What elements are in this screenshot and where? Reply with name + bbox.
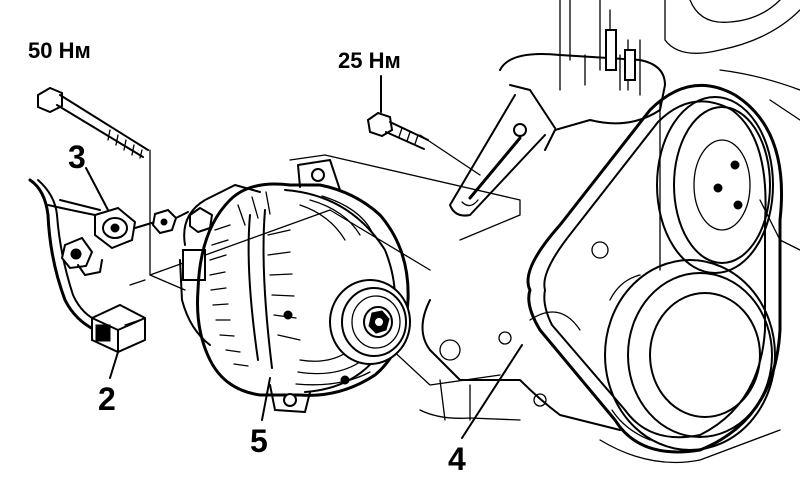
drive-belt bbox=[526, 83, 784, 454]
crankshaft-pulley-lower bbox=[604, 259, 776, 451]
callout-3: 3 bbox=[68, 139, 86, 175]
callout-4: 4 bbox=[448, 441, 466, 477]
leader-part-4 bbox=[461, 344, 523, 439]
alternator-pulley bbox=[329, 279, 411, 365]
callout-5: 5 bbox=[250, 423, 268, 459]
leader-part-2 bbox=[109, 351, 119, 379]
adjusting-bolt bbox=[366, 111, 429, 150]
adjusting-bracket bbox=[449, 29, 666, 217]
alternator bbox=[179, 159, 410, 413]
engine-block bbox=[419, 0, 800, 464]
torque-label-long-bolt: 50 Нм bbox=[28, 38, 91, 63]
callout-2: 2 bbox=[98, 381, 116, 417]
terminal-connector bbox=[60, 206, 189, 276]
pump-pulley-upper bbox=[656, 96, 774, 274]
leader-lines bbox=[85, 75, 523, 439]
torque-label-adjust-bolt: 25 Нм bbox=[338, 48, 401, 73]
leader-part-5 bbox=[261, 377, 271, 421]
connector-plug bbox=[91, 303, 146, 354]
leader-part-3 bbox=[85, 167, 109, 211]
long-through-bolt bbox=[37, 86, 149, 159]
